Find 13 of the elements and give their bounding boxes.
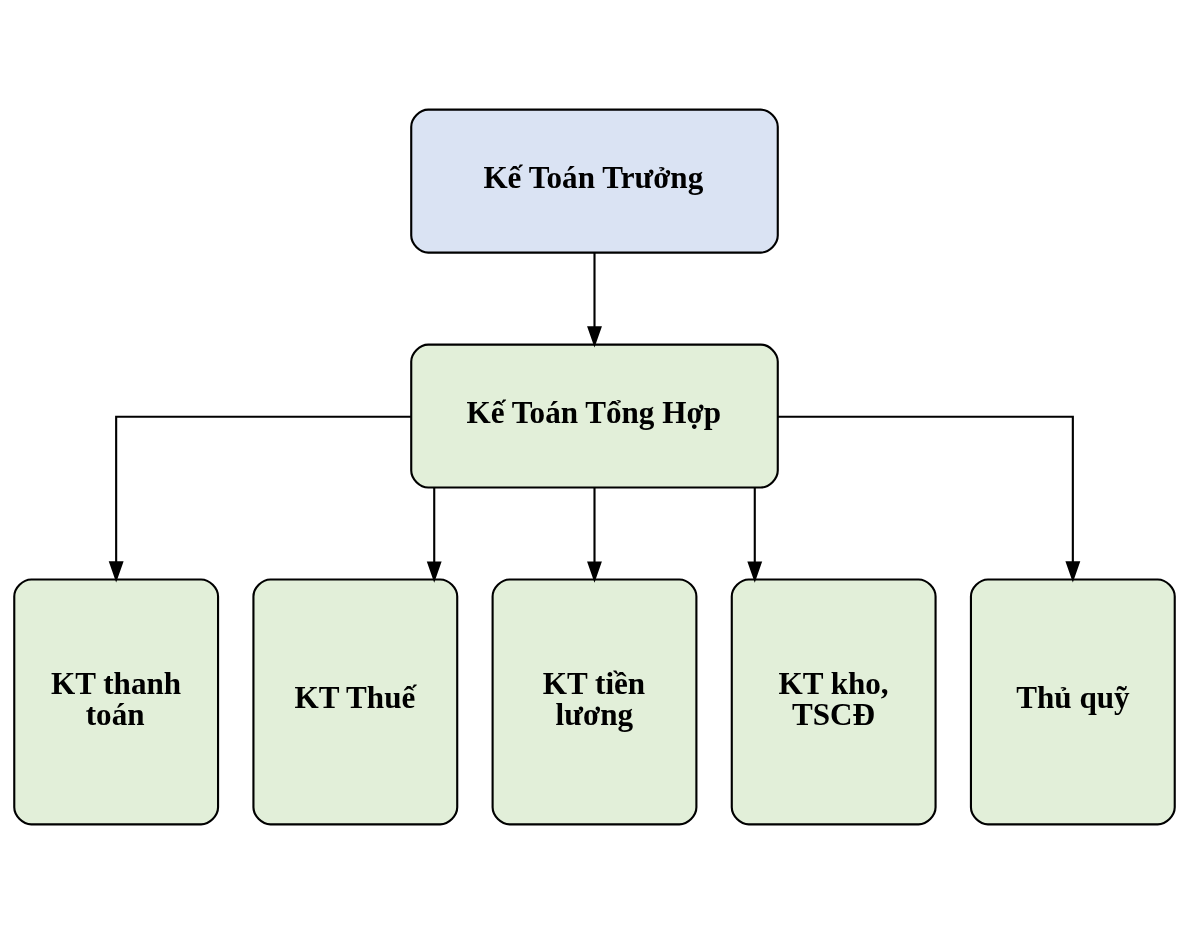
node-box: KT thanh toán bbox=[13, 577, 220, 825]
node-box: Thủ quỹ bbox=[969, 577, 1176, 825]
node-box: KT kho, TSCĐ bbox=[730, 577, 937, 825]
arrow bbox=[778, 415, 1081, 583]
node-box: Kế Toán Tổng Hợp bbox=[410, 343, 779, 489]
arrow bbox=[587, 252, 602, 348]
arrow bbox=[108, 415, 411, 583]
node-box: KT tiền lương bbox=[491, 577, 698, 825]
arrow bbox=[747, 487, 763, 583]
node-box: Kế Toán Trưởng bbox=[410, 108, 779, 254]
node-box: KT Thuế bbox=[252, 577, 459, 825]
arrow bbox=[587, 487, 602, 583]
arrow bbox=[426, 487, 442, 583]
